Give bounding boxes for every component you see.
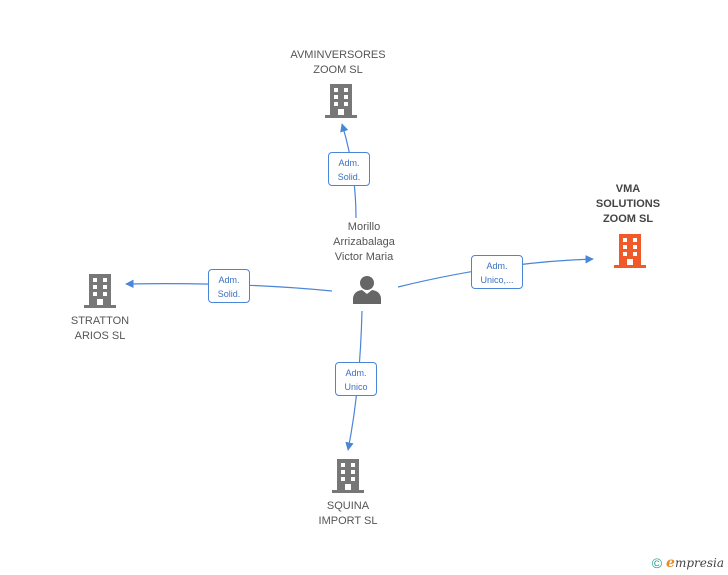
footer-brand: © empresia — [652, 555, 724, 571]
node-name-line: IMPORT SL — [318, 515, 378, 527]
node-name-line: STRATTON — [70, 315, 130, 327]
edge-label-line: Solid. — [217, 289, 241, 299]
node-name-line: SOLUTIONS — [595, 198, 661, 210]
brand-rest: mpresia — [674, 556, 724, 570]
node-label-stratton[interactable]: STRATTON ARIOS SL — [50, 314, 150, 344]
node-name-line: ARIOS SL — [74, 330, 126, 342]
copyright-icon: © — [651, 555, 663, 571]
edge-label-line: Unico,... — [480, 275, 514, 285]
brand-logo[interactable]: empresia — [666, 555, 724, 571]
node-label-avminversores[interactable]: AVMINVERSORES ZOOM SL — [278, 48, 398, 78]
edge-label-line: Adm. — [218, 275, 240, 285]
node-name-line: Victor Maria — [334, 251, 394, 263]
node-name-line: ZOOM SL — [313, 64, 363, 76]
edge-label-line: Adm. — [338, 158, 360, 168]
person-icon[interactable] — [352, 274, 382, 304]
node-label-squina[interactable]: SQUINA IMPORT SL — [298, 499, 398, 529]
edge-label-line: Unico — [344, 382, 368, 392]
node-label-vma[interactable]: VMA SOLUTIONS ZOOM SL — [578, 182, 678, 227]
brand-initial: e — [666, 555, 675, 571]
node-name-line: Arrizabalaga — [333, 236, 395, 248]
node-label-center[interactable]: Morillo Arrizabalaga Victor Maria — [314, 220, 414, 265]
node-name-line: ZOOM SL — [602, 213, 654, 225]
building-icon[interactable] — [332, 459, 364, 493]
node-name-line: VMA — [615, 183, 641, 195]
node-name-line: Morillo — [347, 221, 381, 233]
edge-label-line: Adm. — [486, 261, 508, 271]
edge-label-to-avminversores[interactable]: Adm. Solid. — [328, 152, 370, 186]
building-icon[interactable] — [325, 84, 357, 118]
node-name-line: AVMINVERSORES — [290, 49, 386, 61]
edge-label-to-vma[interactable]: Adm. Unico,... — [471, 255, 523, 289]
edge-label-line: Solid. — [337, 172, 361, 182]
edge-label-to-stratton[interactable]: Adm. Solid. — [208, 269, 250, 303]
building-icon[interactable] — [614, 234, 646, 268]
edge-label-line: Adm. — [345, 368, 367, 378]
node-name-line: SQUINA — [326, 500, 370, 512]
edge-label-to-squina[interactable]: Adm. Unico — [335, 362, 377, 396]
building-icon[interactable] — [84, 274, 116, 308]
